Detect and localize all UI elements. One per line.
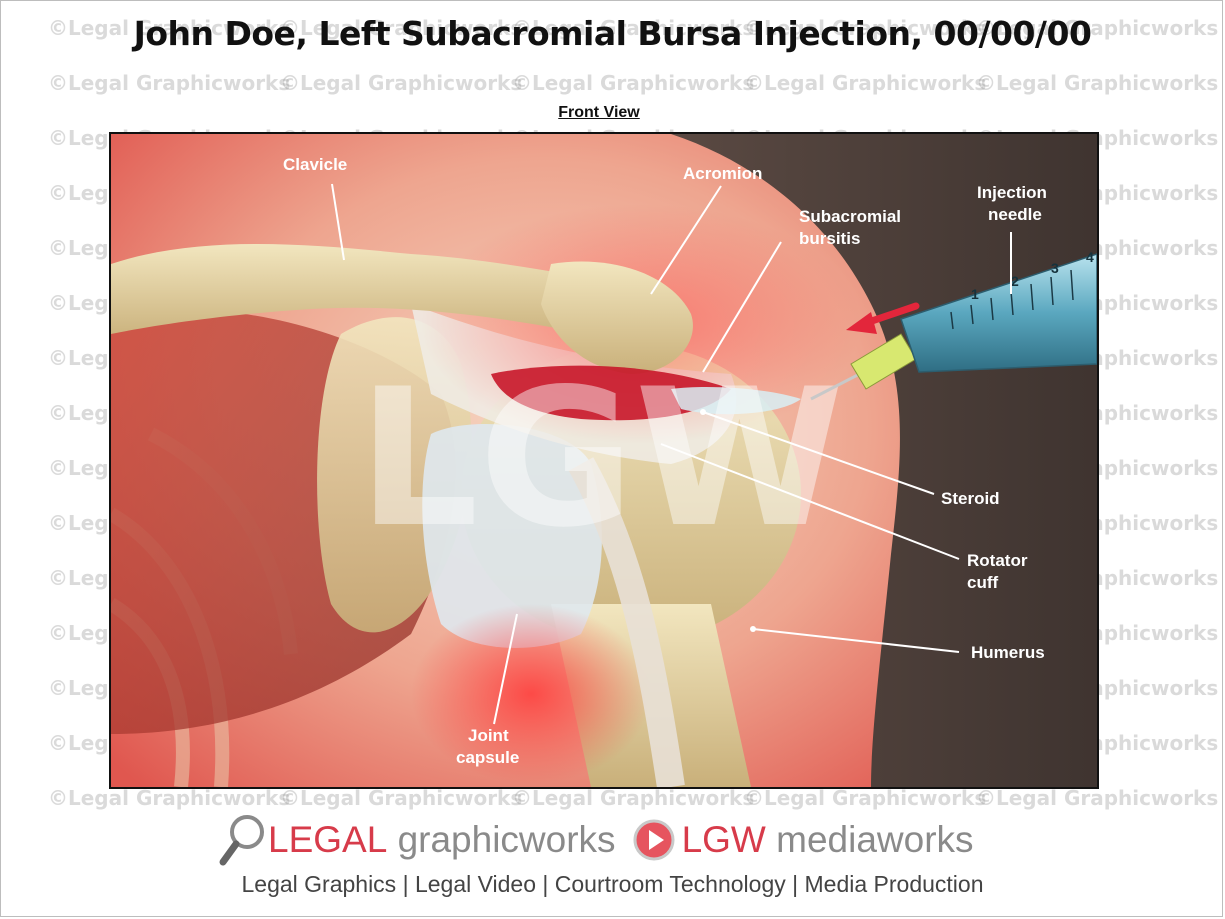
syringe: 1 2 3 4 (810, 249, 1097, 401)
leader-dots (700, 409, 756, 632)
label-steroid: Steroid (941, 489, 1000, 508)
brand2-strong: LGW (681, 819, 766, 860)
shoulder-illustration: LGW 1 2 3 4 (109, 132, 1099, 789)
label-capsule-line1: Joint (468, 726, 509, 745)
joint-capsule (422, 424, 602, 648)
label-capsule-line2: capsule (456, 748, 519, 767)
label-humerus: Humerus (971, 643, 1045, 662)
brand2-rest: mediaworks (765, 819, 974, 860)
arrow-icon (846, 302, 920, 334)
brand1-rest: graphicworks (387, 819, 616, 860)
label-acromion: Acromion (683, 164, 762, 183)
biceps-tendon (568, 457, 685, 787)
clavicle-bone (111, 244, 684, 342)
subacromial-bursa (491, 365, 731, 421)
syringe-scale-1: 1 (971, 286, 979, 302)
shoulder-svg: LGW 1 2 3 4 (111, 134, 1097, 787)
page-title: John Doe, Left Subacromial Bursa Injecti… (133, 14, 1092, 53)
syringe-barrel (900, 253, 1097, 373)
label-rotator-line1: Rotator (967, 551, 1028, 570)
label-needle-line2: needle (988, 205, 1042, 224)
capsule-inflammation (411, 604, 651, 784)
syringe-scale-2: 2 (1011, 273, 1019, 289)
magnifier-icon (219, 815, 264, 866)
brand1-strong: LEGAL (268, 819, 388, 860)
label-clavicle: Clavicle (283, 155, 347, 174)
lgw-center-watermark: LGW (358, 348, 845, 569)
label-subacromial-line2: bursitis (799, 229, 860, 248)
steroid-injection (671, 387, 801, 415)
syringe-scale-4: 4 (1086, 249, 1094, 265)
syringe-scale-3: 3 (1051, 260, 1059, 276)
play-icon (633, 819, 675, 861)
label-rotator-line2: cuff (967, 573, 999, 592)
label-needle-line1: Injection (977, 183, 1047, 202)
leader-lines (331, 183, 1012, 725)
footer-brand: LEGAL graphicworks LGW mediaworks (218, 812, 974, 868)
footer-tagline: Legal Graphics | Legal Video | Courtroom… (241, 871, 984, 897)
label-subacromial-line1: Subacromial (799, 207, 901, 226)
view-label: Front View (558, 104, 640, 121)
